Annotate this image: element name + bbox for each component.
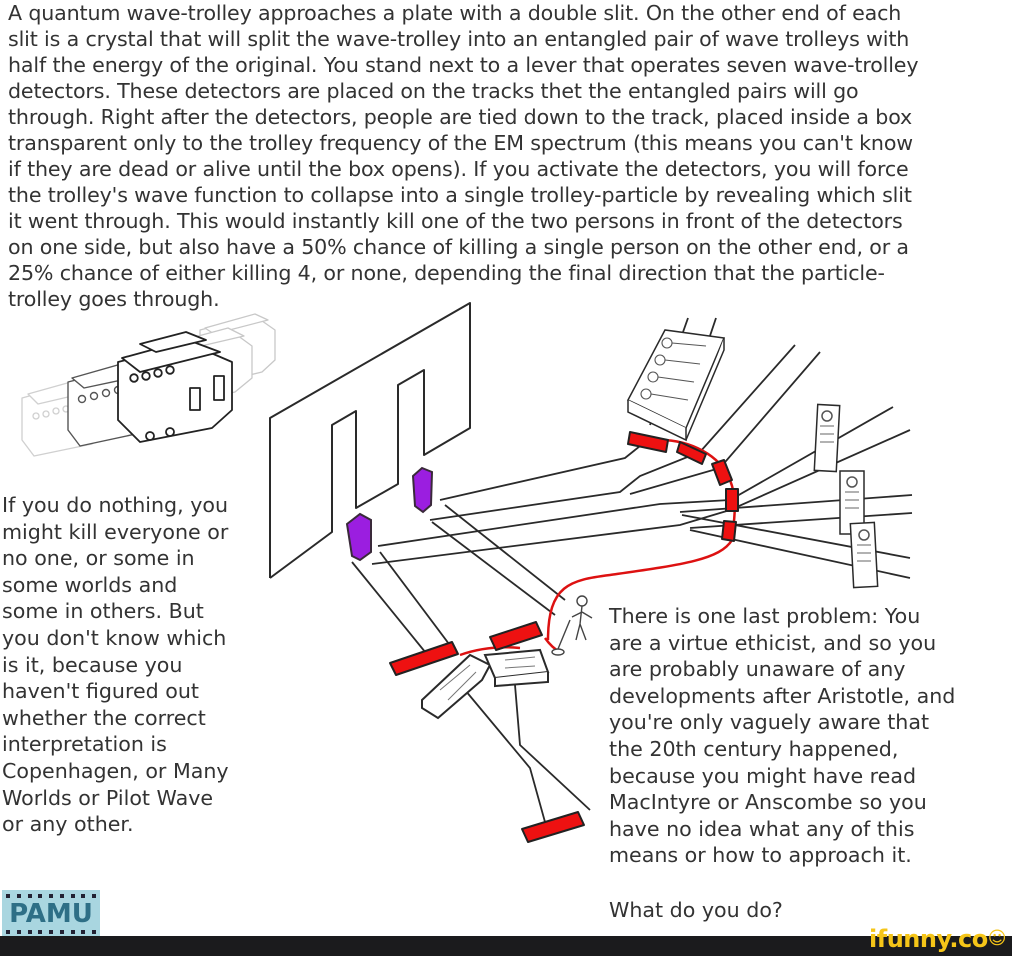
right-caption: There is one last problem: You are a vir…	[609, 604, 956, 868]
ifunny-text: ifunny.co	[869, 925, 988, 953]
ifunny-watermark: ifunny.co☺	[869, 924, 1006, 954]
footer-bar	[0, 936, 1012, 956]
double-slit-plate-icon	[269, 302, 471, 579]
person-box-icon	[813, 403, 879, 589]
film-perforation-icon	[6, 930, 96, 934]
intro-paragraph: A quantum wave-trolley approaches a plat…	[8, 1, 919, 311]
pamu-watermark-logo: PAMU	[2, 890, 100, 936]
pamu-logo-text: PAMU	[9, 899, 93, 929]
closing-question: What do you do?	[609, 898, 783, 922]
box-four-people-icon	[626, 329, 726, 442]
smiley-icon: ☺	[987, 928, 1007, 949]
box-two-people-icon	[421, 648, 550, 720]
crystal-icon	[345, 466, 434, 562]
lever-operator-icon	[551, 595, 593, 656]
trolley-superposition-icon	[21, 313, 276, 457]
left-caption: If you do nothing, you might kill everyo…	[2, 493, 229, 837]
tracks	[351, 317, 913, 823]
detector-icon	[389, 431, 739, 843]
film-perforation-icon	[6, 894, 96, 898]
